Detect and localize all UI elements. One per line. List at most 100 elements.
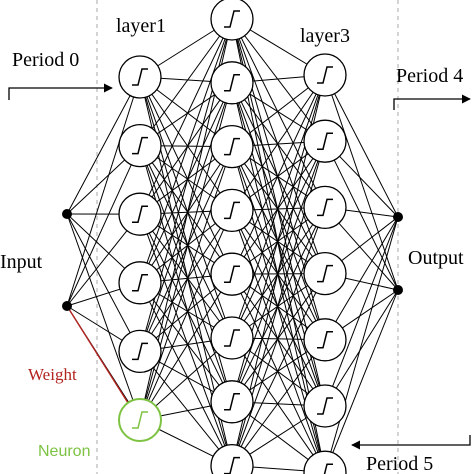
edge-l1n4-l2n2 bbox=[139, 82, 233, 284]
neuron-layers bbox=[118, 0, 347, 474]
edge-l3n5-output1 bbox=[324, 216, 399, 341]
edge-input1-l1n1 bbox=[66, 76, 141, 215]
sigmoid-icon bbox=[317, 331, 333, 349]
neuron-l2-n6 bbox=[210, 316, 254, 360]
edge-l2n1-l3n4 bbox=[231, 18, 326, 274]
edge-l1n5-l2n3 bbox=[139, 146, 233, 352]
sigmoid-icon bbox=[224, 393, 240, 411]
sigmoid-icon bbox=[132, 136, 148, 155]
neuron-l3-n2 bbox=[303, 119, 347, 163]
edge-l1n2-l2n1 bbox=[139, 18, 233, 146]
sigmoid-icon bbox=[132, 205, 148, 223]
sigmoid-icon bbox=[317, 397, 333, 415]
edge-l3n2-output2 bbox=[324, 140, 399, 291]
edge-l2n5-l3n6 bbox=[231, 273, 326, 407]
sigmoid-icon bbox=[224, 10, 240, 28]
neuron-l2-n2 bbox=[210, 61, 254, 105]
sigmoid-icon bbox=[132, 274, 148, 292]
edge-l2n4-l3n1 bbox=[231, 74, 326, 211]
period4-arrow bbox=[393, 94, 471, 110]
period0-label: Period 0 bbox=[12, 49, 79, 71]
sigmoid-icon bbox=[317, 66, 333, 84]
sigmoid-icon bbox=[323, 463, 333, 474]
edge-l1n2-l2n5 bbox=[139, 145, 233, 275]
output-node-2 bbox=[393, 285, 403, 295]
edge-l1n1-l2n6 bbox=[139, 76, 233, 339]
sigmoid-icon bbox=[317, 132, 333, 150]
edge-l2n5-l3n1 bbox=[231, 74, 326, 275]
edge-l1n5-l2n4 bbox=[139, 210, 233, 352]
edge-l1n3-l2n7 bbox=[139, 213, 233, 403]
period5-arrow bbox=[351, 435, 471, 450]
period4-label: Period 4 bbox=[396, 65, 463, 87]
edge-l2n3-l3n4 bbox=[231, 146, 326, 274]
edge-l2n3-l3n6 bbox=[231, 146, 326, 407]
neuron-label: Neuron bbox=[38, 443, 90, 460]
input-nodes bbox=[62, 209, 72, 311]
edge-l1n3-l2n8 bbox=[139, 214, 233, 466]
neuron-circle bbox=[210, 443, 254, 474]
neuron-l2-n7 bbox=[210, 380, 254, 424]
neuron-l1-n3 bbox=[118, 192, 162, 236]
edge-l2n2-l3n5 bbox=[231, 82, 326, 340]
edge-l2n4-l3n6 bbox=[231, 210, 326, 407]
period0-arrow bbox=[8, 83, 113, 100]
weight-label: Weight bbox=[28, 365, 77, 384]
neuron-highlight bbox=[118, 398, 162, 442]
edge-l3n1-output2 bbox=[324, 74, 399, 291]
neuron-circle bbox=[303, 450, 347, 474]
neuron-l1-n2 bbox=[118, 123, 162, 168]
input-label: Input bbox=[0, 251, 43, 273]
edge-l2n4-l3n5 bbox=[231, 210, 326, 341]
neuron-l3-n6 bbox=[303, 384, 347, 428]
neuron-l2-n8 bbox=[210, 443, 254, 474]
edge-l1n1-l2n4 bbox=[139, 76, 233, 211]
edge-l3n6-output1 bbox=[324, 216, 399, 407]
neuron-l2-n4 bbox=[210, 188, 254, 233]
edge-l2n6-l3n1 bbox=[231, 74, 326, 339]
edge-l1n6-l2n5 bbox=[139, 273, 233, 421]
edge-l1n5-l2n2 bbox=[139, 82, 233, 352]
edge-l1n6-l2n4 bbox=[139, 210, 233, 421]
input-node-1 bbox=[62, 209, 72, 219]
neuron-l1-n4 bbox=[118, 261, 162, 305]
neuron-l3-n7 bbox=[303, 450, 347, 474]
edge-l1n3-l2n2 bbox=[139, 82, 233, 215]
period5-label: Period 5 bbox=[366, 453, 433, 474]
edge-l2n1-l3n2 bbox=[231, 18, 326, 142]
period-separators bbox=[96, 0, 399, 474]
edge-l1n4-l2n7 bbox=[139, 282, 233, 403]
sigmoid-icon bbox=[224, 74, 240, 92]
edge-input2-l1n1 bbox=[66, 76, 141, 307]
edge-input1-l1n5 bbox=[66, 213, 141, 352]
edge-l1n4-l2n3 bbox=[139, 146, 233, 284]
sigmoid-icon bbox=[224, 329, 240, 347]
sigmoid-icon bbox=[224, 201, 240, 220]
sigmoid-icon bbox=[132, 342, 148, 361]
edge-l2n4-l3n7 bbox=[231, 210, 326, 473]
sigmoid-icon bbox=[132, 68, 148, 86]
edge-l1n3-l2n1 bbox=[139, 18, 233, 215]
edge-l3n7-output2 bbox=[324, 289, 399, 473]
neuron-l3-n5 bbox=[303, 318, 347, 362]
neuron-l2-n3 bbox=[210, 124, 254, 169]
edge-l3n6-output2 bbox=[324, 289, 399, 407]
edge-l2n3-l3n5 bbox=[231, 146, 326, 341]
neuron-l2-n1 bbox=[210, 0, 254, 41]
edge-input1-l1n6 bbox=[66, 213, 141, 421]
output-node-1 bbox=[393, 212, 403, 222]
neuron-l2-n5 bbox=[210, 252, 254, 296]
edge-l1n6-l2n3 bbox=[139, 146, 233, 421]
edge-l1n2-l2n6 bbox=[139, 145, 233, 339]
edge-l1n5-l2n8 bbox=[139, 351, 233, 466]
neuron-l3-n4 bbox=[303, 251, 347, 296]
neuron-l1-n5 bbox=[118, 329, 162, 374]
edge-l2n2-l3n3 bbox=[231, 82, 326, 208]
sigmoid-icon bbox=[224, 265, 240, 283]
output-nodes bbox=[393, 212, 403, 295]
layer1-label: layer1 bbox=[116, 15, 166, 37]
edge-l3n1-output1 bbox=[324, 74, 399, 218]
input-node-2 bbox=[62, 301, 72, 311]
edge-l2n8-l3n4 bbox=[231, 273, 326, 466]
edge-l2n6-l3n7 bbox=[231, 337, 326, 473]
